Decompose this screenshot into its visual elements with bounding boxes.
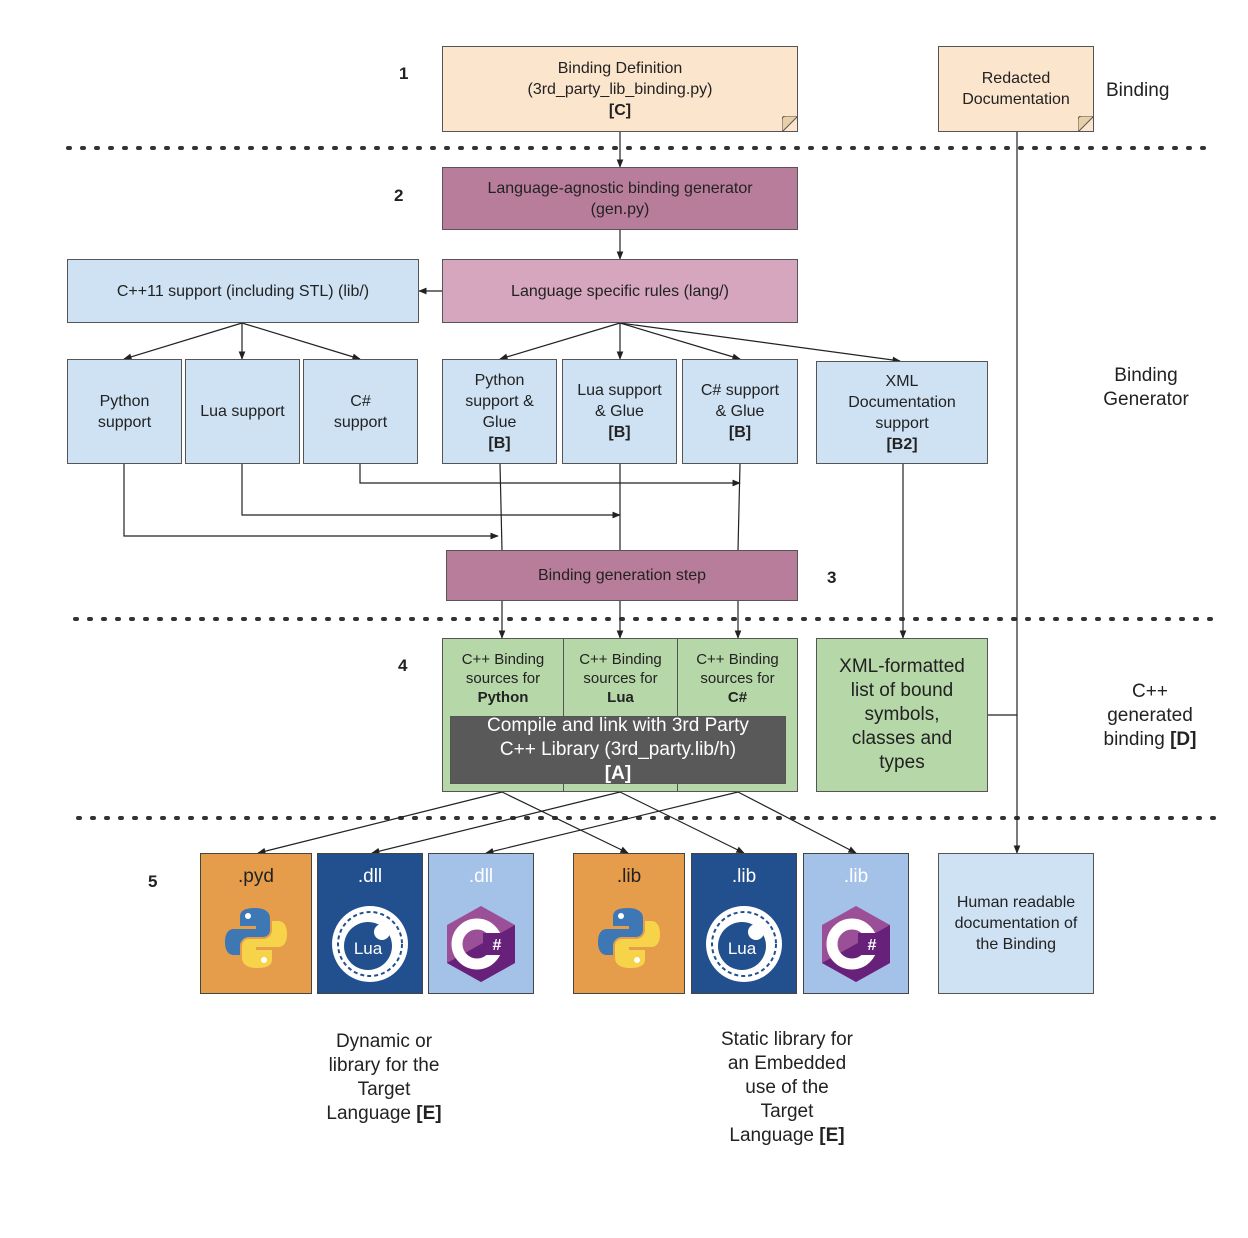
svg-text:Lua: Lua xyxy=(728,939,757,958)
binding-generator-node: Language-agnostic binding generator (gen… xyxy=(442,167,798,230)
output-dll-csharp: .dll # xyxy=(428,853,534,994)
output-lib-lua: .lib Lua xyxy=(691,853,797,994)
csharp-glue-node: C# support & Glue [B] xyxy=(682,359,798,464)
csharp-support-node: C#support xyxy=(303,359,418,464)
dogear-icon xyxy=(782,116,798,132)
csharp-logo-icon: # xyxy=(822,906,890,982)
xml-documentation-support-node: XML Documentation support [B2] xyxy=(816,361,988,464)
language-rules-node: Language specific rules (lang/) xyxy=(442,259,798,323)
human-readable-doc-node: Human readable documentation of the Bind… xyxy=(938,853,1094,994)
section-label-binding-generator: Binding Generator xyxy=(1103,365,1189,410)
section-label-generated-binding: C++ generated binding [D] xyxy=(1103,681,1197,750)
section-label-binding: Binding xyxy=(1106,80,1170,101)
lua-glue-node: Lua support & Glue [B] xyxy=(562,359,677,464)
xml-bound-symbols-node: XML-formatted list of bound symbols, cla… xyxy=(816,638,988,792)
caption-static-library: Static library for an Embedded use of th… xyxy=(721,1029,853,1146)
step-number-3: 3 xyxy=(827,568,837,587)
step-number-5: 5 xyxy=(148,872,158,891)
output-lib-csharp: .lib # xyxy=(803,853,909,994)
csharp-logo-icon: # xyxy=(447,906,515,982)
python-logo-icon xyxy=(598,908,660,968)
caption-dynamic-library: Dynamic or library for the Target Langua… xyxy=(326,1031,442,1124)
python-logo-icon xyxy=(225,908,287,968)
cpp11-support-node: C++11 support (including STL) (lib/) xyxy=(67,259,419,323)
step-number-4: 4 xyxy=(398,656,408,675)
binding-definition-node: Binding Definition (3rd_party_lib_bindin… xyxy=(442,46,798,132)
dogear-icon xyxy=(1078,116,1094,132)
divider xyxy=(677,638,678,792)
svg-text:#: # xyxy=(493,937,502,954)
lua-support-node: Lua support xyxy=(185,359,300,464)
output-lib-python: .lib xyxy=(573,853,685,994)
lua-logo-icon: Lua xyxy=(706,906,782,982)
divider xyxy=(563,638,564,792)
svg-text:#: # xyxy=(868,937,877,954)
redacted-documentation-node: Redacted Documentation xyxy=(938,46,1094,132)
compile-link-node: Compile and link with 3rd Party C++ Libr… xyxy=(450,715,786,784)
step-number-2: 2 xyxy=(394,186,404,205)
lua-logo-icon: Lua xyxy=(332,906,408,982)
python-glue-node: Python support & Glue [B] xyxy=(442,359,557,464)
step-number-1: 1 xyxy=(399,64,409,83)
output-pyd: .pyd xyxy=(200,853,312,994)
binding-generation-step-node: Binding generation step xyxy=(446,550,798,601)
output-dll-lua: .dll Lua xyxy=(317,853,423,994)
svg-text:Lua: Lua xyxy=(354,939,383,958)
